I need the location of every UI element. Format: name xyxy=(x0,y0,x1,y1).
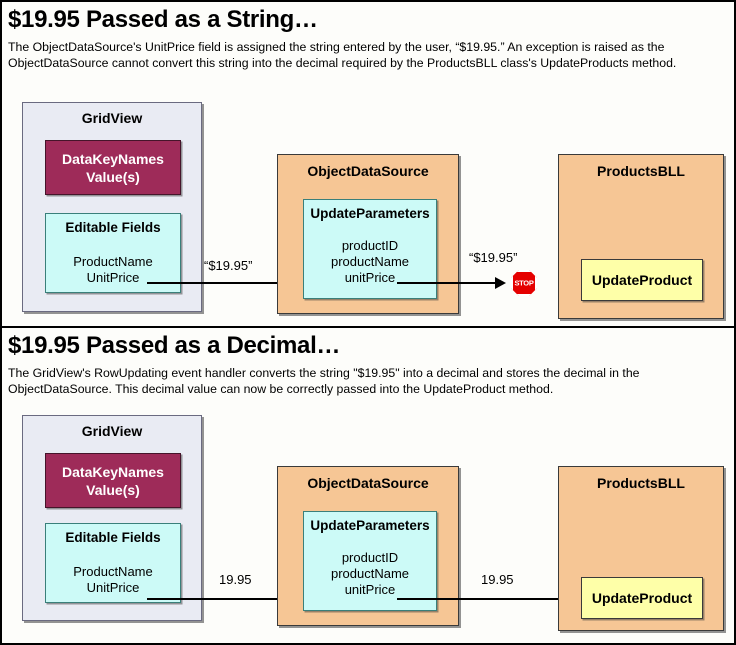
editable-field-productname: ProductName xyxy=(73,254,153,269)
stop-sign-label: STOP xyxy=(514,278,534,288)
objectdatasource-box: ObjectDataSource UpdateParameters produc… xyxy=(277,154,459,314)
datakeynames-label: DataKeyNames Value(s) xyxy=(46,150,180,186)
productsbll-title-2: ProductsBLL xyxy=(597,475,685,491)
updateparameters-title: UpdateParameters xyxy=(310,206,430,221)
productsbll-title: ProductsBLL xyxy=(597,163,685,179)
arrow-1-line-2 xyxy=(147,598,325,600)
arrow-1-label-2: 19.95 xyxy=(219,572,252,587)
param-productid: productID xyxy=(341,238,399,253)
editable-fields-title-2: Editable Fields xyxy=(65,530,161,545)
gridview-box-2: GridView DataKeyNames Value(s) Editable … xyxy=(22,415,202,621)
param-unitprice: unitPrice xyxy=(344,270,396,285)
datakeynames-line2: Value(s) xyxy=(86,169,140,185)
updateparameters-box-2: UpdateParameters productID productName u… xyxy=(303,511,437,611)
stop-sign-icon: STOP xyxy=(511,270,537,296)
panel-divider xyxy=(2,326,734,328)
editable-fields-box: Editable Fields ProductName UnitPrice xyxy=(45,213,181,293)
param-productid-2: productID xyxy=(341,550,399,565)
param-productname: productName xyxy=(330,254,410,269)
productsbll-box: ProductsBLL UpdateProduct xyxy=(558,154,724,319)
panel-decimal: $19.95 Passed as a Decimal… The GridView… xyxy=(2,328,734,643)
param-unitprice-2: unitPrice xyxy=(344,582,396,597)
updateproduct-label: UpdateProduct xyxy=(591,272,693,288)
editable-fields-list: ProductName UnitPrice xyxy=(46,254,180,286)
arrow-2-line xyxy=(397,282,497,284)
panel-1-description: The ObjectDataSource's UnitPrice field i… xyxy=(8,40,677,70)
arrow-2-line-2 xyxy=(397,598,567,600)
arrow-1-label: “$19.95” xyxy=(204,258,253,273)
updateparameters-list-2: productID productName unitPrice xyxy=(304,550,436,598)
productsbll-box-2: ProductsBLL UpdateProduct xyxy=(558,466,724,631)
panel-2-title: $19.95 Passed as a Decimal… xyxy=(8,332,341,359)
objectdatasource-title-2: ObjectDataSource xyxy=(307,475,429,491)
datakeynames-box: DataKeyNames Value(s) xyxy=(45,140,181,195)
editable-field-unitprice-2: UnitPrice xyxy=(86,580,140,595)
panel-1-title: $19.95 Passed as a String… xyxy=(8,6,318,33)
updateproduct-label-2: UpdateProduct xyxy=(591,590,693,606)
gridview-title: GridView xyxy=(81,110,143,126)
arrow-2-label: “$19.95” xyxy=(469,250,518,265)
gridview-title-2: GridView xyxy=(81,423,143,439)
datakeynames-box-2: DataKeyNames Value(s) xyxy=(45,453,181,508)
objectdatasource-box-2: ObjectDataSource UpdateParameters produc… xyxy=(277,466,459,626)
updateproduct-box: UpdateProduct xyxy=(581,259,703,301)
arrow-2-label-2: 19.95 xyxy=(481,572,514,587)
param-productname-2: productName xyxy=(330,566,410,581)
datakeynames-label-2: DataKeyNames Value(s) xyxy=(46,463,180,499)
panel-string: $19.95 Passed as a String… The ObjectDat… xyxy=(2,2,734,326)
datakeynames-line1-2: DataKeyNames xyxy=(62,464,164,480)
updateparameters-box: UpdateParameters productID productName u… xyxy=(303,199,437,299)
editable-fields-box-2: Editable Fields ProductName UnitPrice xyxy=(45,523,181,603)
updateproduct-box-2: UpdateProduct xyxy=(581,577,703,619)
editable-field-productname-2: ProductName xyxy=(73,564,153,579)
objectdatasource-title: ObjectDataSource xyxy=(307,163,429,179)
panel-2-description: The GridView's RowUpdating event handler… xyxy=(8,366,640,396)
datakeynames-line1: DataKeyNames xyxy=(62,151,164,167)
editable-field-unitprice: UnitPrice xyxy=(86,270,140,285)
editable-fields-title: Editable Fields xyxy=(65,220,161,235)
arrow-1-line xyxy=(147,282,325,284)
editable-fields-list-2: ProductName UnitPrice xyxy=(46,564,180,596)
arrow-2-head xyxy=(495,277,506,289)
updateparameters-list: productID productName unitPrice xyxy=(304,238,436,286)
gridview-box: GridView DataKeyNames Value(s) Editable … xyxy=(22,102,202,312)
datakeynames-line2-2: Value(s) xyxy=(86,482,140,498)
updateparameters-title-2: UpdateParameters xyxy=(310,518,430,533)
